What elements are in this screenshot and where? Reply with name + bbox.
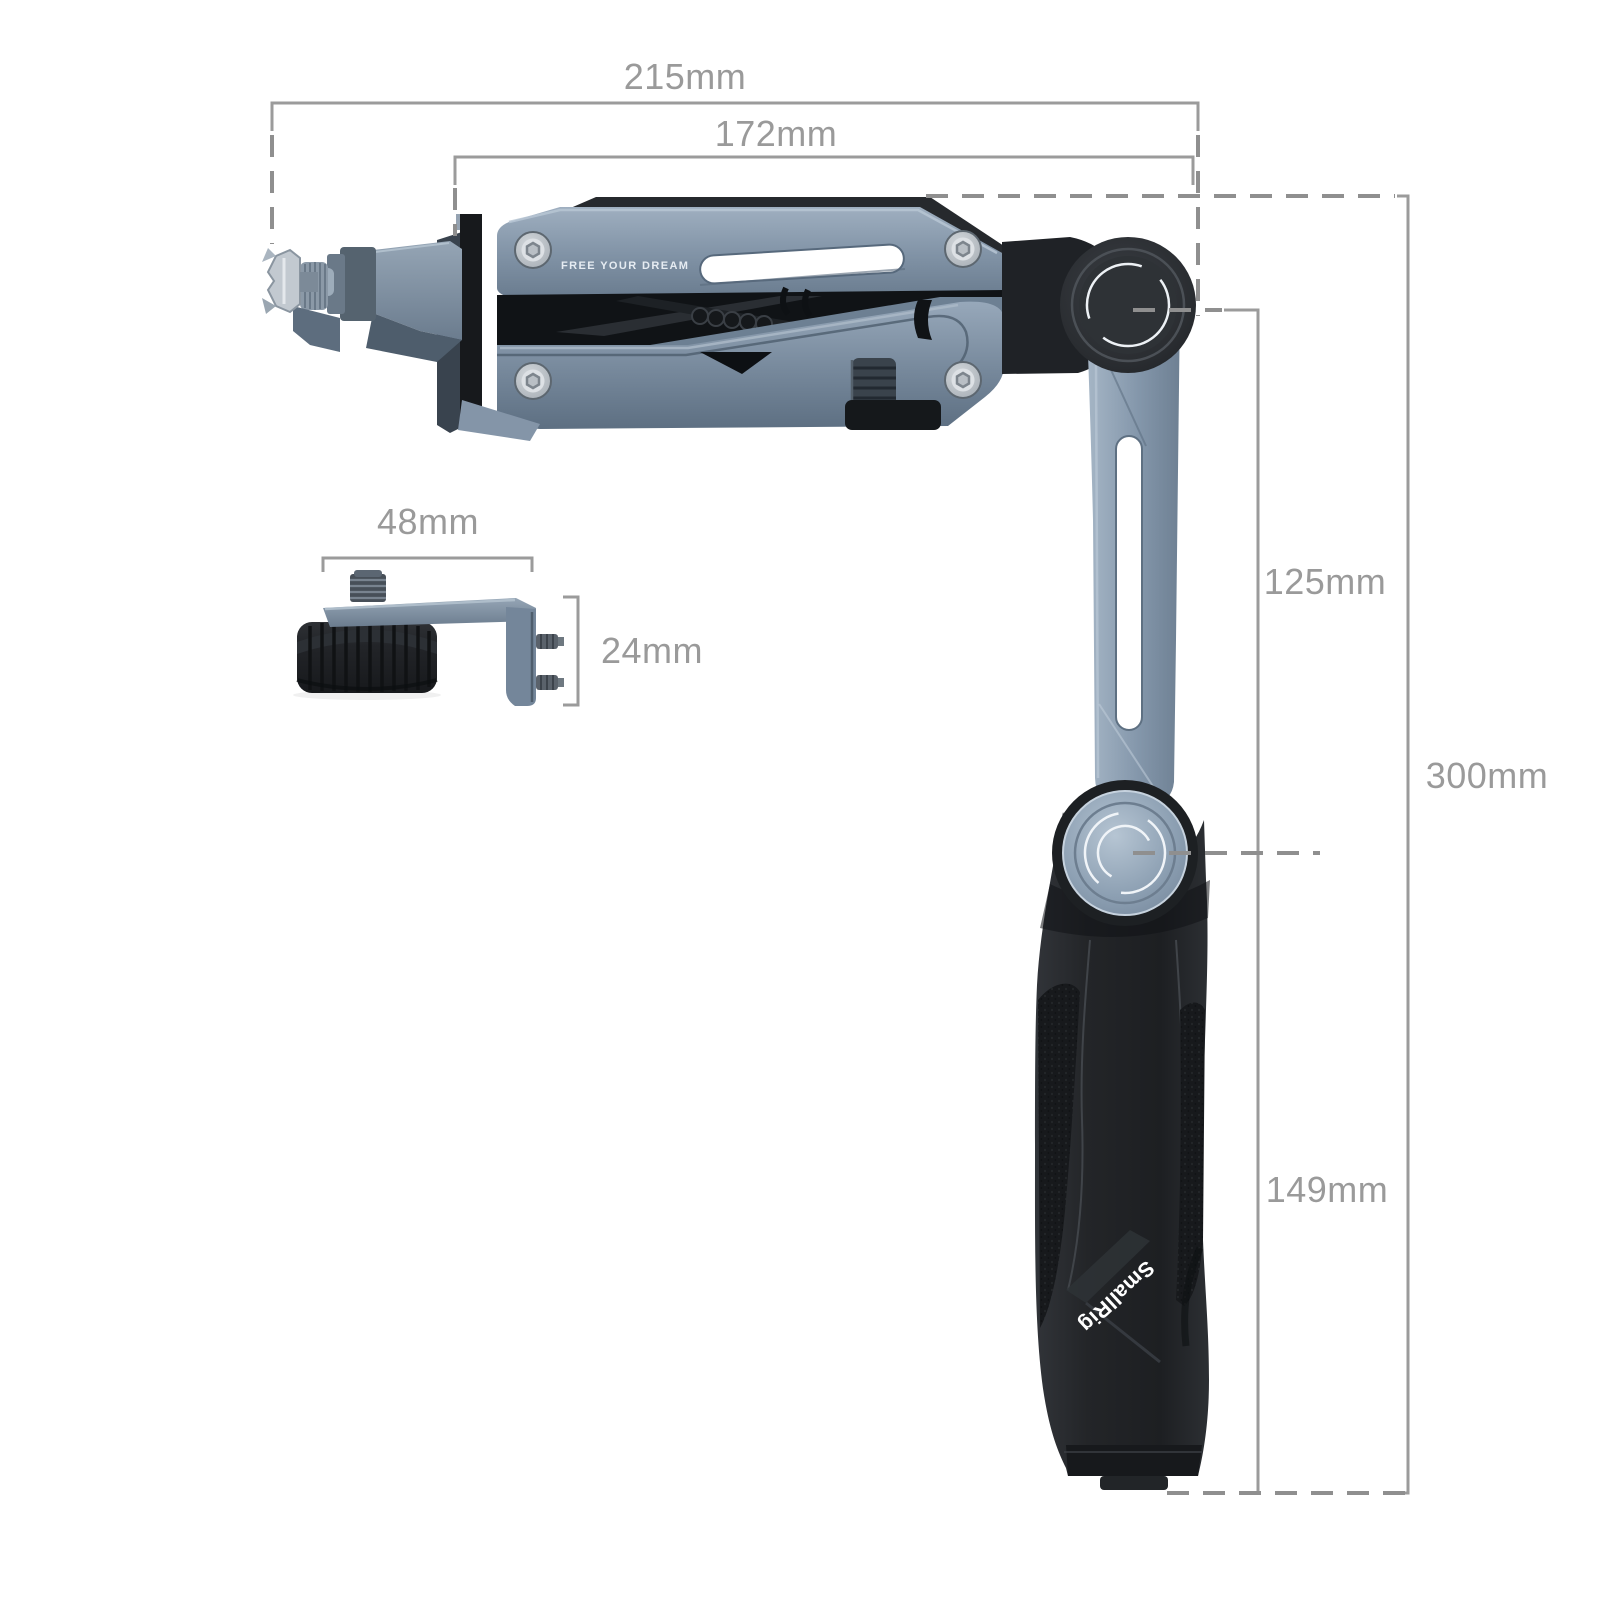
- dim-label-total-height: 300mm: [1425, 755, 1549, 796]
- dim-label-handle-segment: 149mm: [1265, 1169, 1389, 1210]
- dim-bracket-215: [270, 101, 1200, 131]
- dim-bracket-172: [453, 155, 1195, 185]
- wing-screw: [262, 248, 318, 314]
- vertical-arm: [1086, 302, 1180, 808]
- upper-pivot-knob: [1060, 237, 1196, 373]
- dimension-lines: [270, 101, 1410, 1495]
- dim-line-300: [1397, 194, 1410, 1495]
- lower-pivot-knob: [1052, 780, 1198, 926]
- accessory-screw-thread: [350, 570, 386, 602]
- mount-accessory: [293, 570, 564, 706]
- main-arm: [437, 197, 1004, 441]
- arm-engraving-text: FREE YOUR DREAM: [561, 260, 690, 272]
- dim-label-upper-segment: 125mm: [1263, 561, 1387, 602]
- dim-bracket-24: [563, 595, 580, 707]
- accessory-knurled-knob: [296, 619, 438, 693]
- dim-label-inner-width: 172mm: [714, 113, 838, 154]
- dim-label-accessory-width: 48mm: [376, 501, 480, 542]
- dim-line-125-149: [1224, 308, 1260, 1493]
- dim-label-accessory-height: 24mm: [600, 630, 704, 671]
- dim-bracket-48: [321, 556, 534, 572]
- clamp-assembly: [262, 241, 462, 362]
- accessory-side-screws: [536, 634, 564, 690]
- extension-dashed-lines: [270, 135, 1412, 1495]
- dim-label-top-width: 215mm: [623, 56, 747, 97]
